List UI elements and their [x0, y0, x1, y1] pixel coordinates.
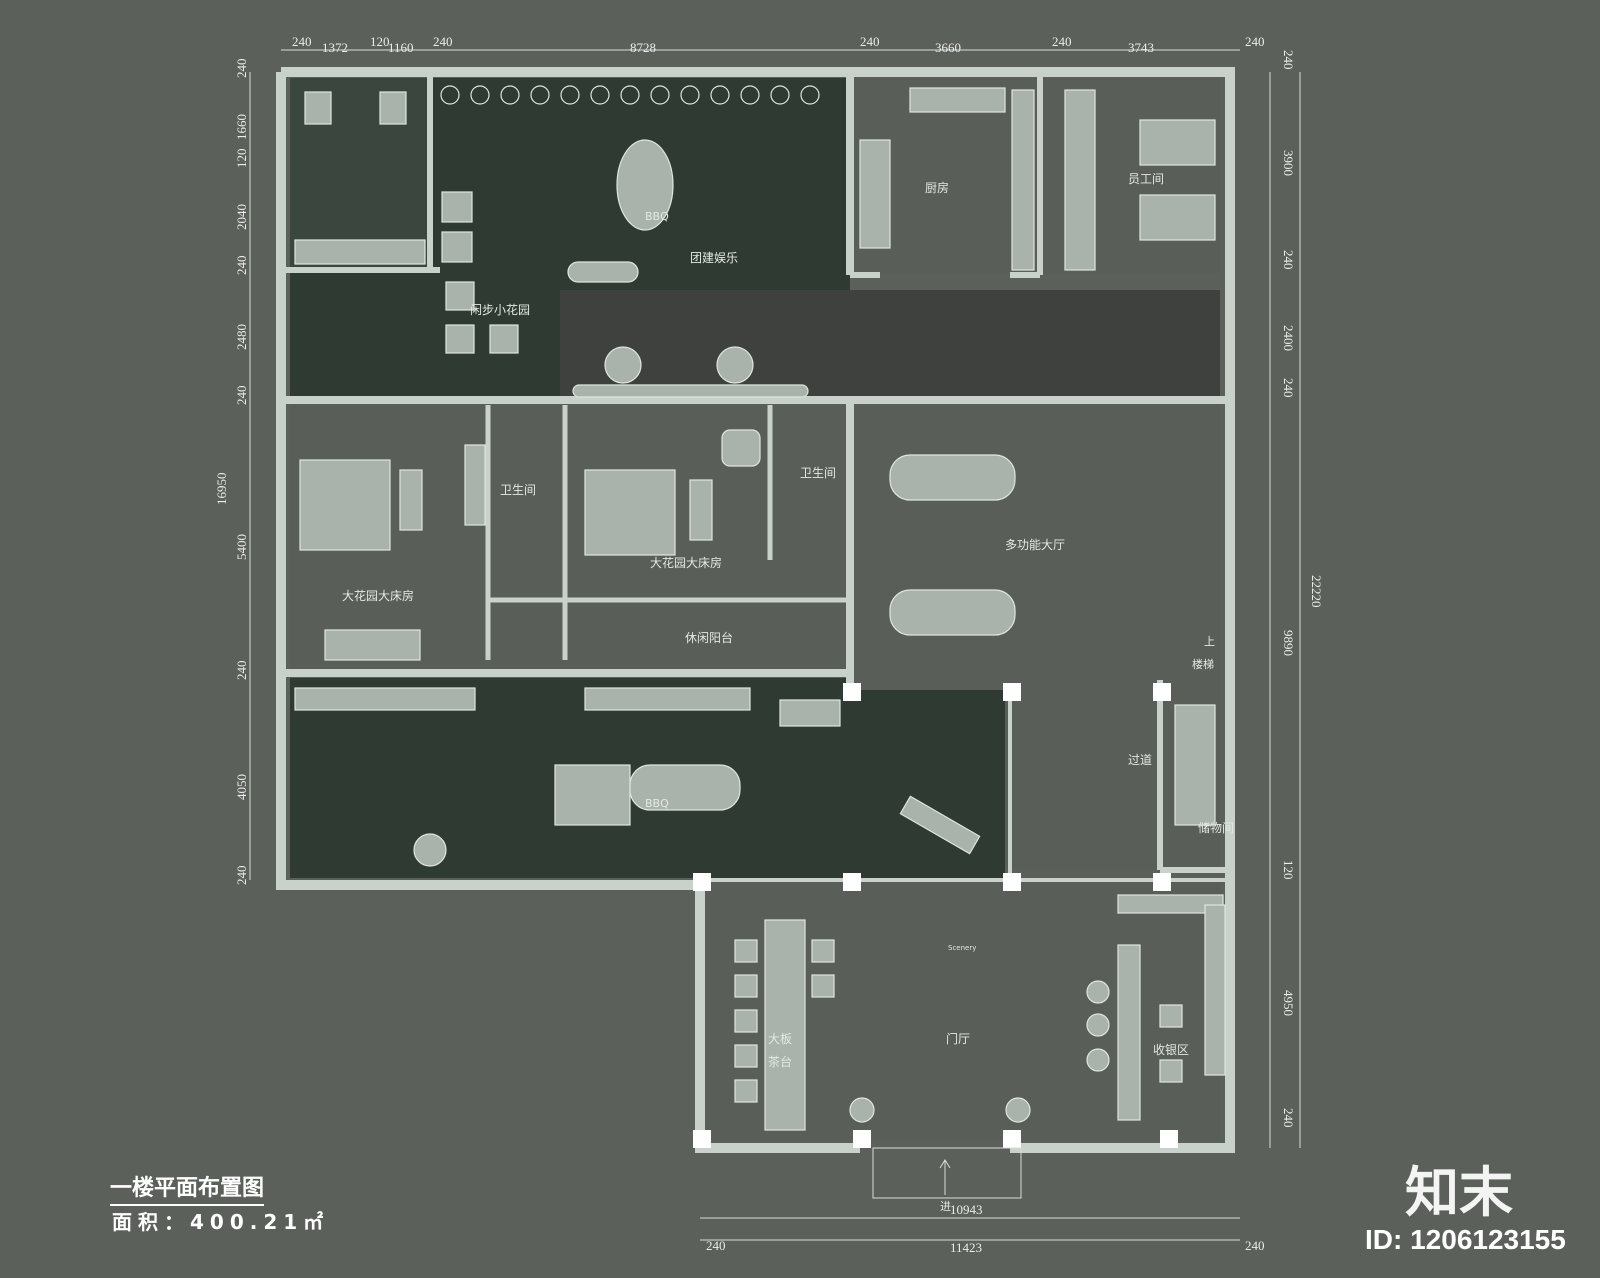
dim-right-3: 240 [1281, 250, 1296, 270]
dim-top-3: 120 [370, 34, 390, 49]
dim-left-12: 240 [234, 866, 249, 886]
room-cashier: 收银区 [1153, 1043, 1189, 1057]
dim-left-1: 240 [234, 59, 249, 79]
dim-top-5: 240 [433, 34, 453, 49]
dimension-labels-left: 240 1660 120 2040 240 2480 240 16950 540… [214, 59, 249, 886]
dim-left-7: 240 [234, 386, 249, 406]
dim-left-4: 2040 [234, 204, 249, 230]
dim-right-9: 4950 [1281, 990, 1296, 1016]
dim-top-11: 240 [1245, 34, 1265, 49]
entry-steps [872, 1147, 1022, 1199]
room-staff: 员工间 [1128, 172, 1164, 186]
dimension-labels-top: 240 1372 120 1160 240 8728 240 3660 240 … [292, 34, 1265, 55]
room-bedroom-1: 大花园大床房 [342, 588, 414, 603]
label-stairs-up: 上 [1204, 635, 1215, 648]
watermark-logo: 知末 [1405, 1161, 1513, 1224]
dim-bottom-1: 240 [706, 1238, 726, 1253]
plan-title: 一楼平面布置图 [110, 1170, 265, 1206]
room-entrance-hall: 门厅 [946, 1031, 970, 1046]
room-storage: 储物间 [1198, 820, 1234, 835]
room-labels: 厨房 员工间 团建娱乐 闲步小花园 BBQ 卫生间 卫生间 大花园大床房 大花园… [342, 172, 1234, 1213]
image-id: ID: 1206123155 [1365, 1224, 1566, 1255]
dim-top-8: 3660 [935, 40, 961, 55]
columns [693, 683, 1178, 1148]
label-bbq-bottom: BBQ [645, 797, 669, 810]
room-tea-table-1: 大板 [768, 1032, 792, 1046]
dim-left-5: 240 [234, 256, 249, 276]
dim-right-5: 240 [1281, 378, 1296, 398]
dim-right-6: 22220 [1309, 575, 1324, 608]
dim-top-2: 1372 [322, 40, 348, 55]
dim-top-10: 3743 [1128, 40, 1154, 55]
dim-right-2: 3900 [1281, 150, 1296, 176]
dim-left-11: 4050 [234, 774, 249, 800]
dimension-labels-right: 240 3900 240 2400 240 22220 9890 120 495… [1281, 50, 1324, 1128]
label-scenery: Scenery [948, 944, 976, 952]
dim-right-10: 240 [1281, 1108, 1296, 1128]
room-bathroom-1: 卫生间 [500, 483, 536, 497]
dim-left-2: 1660 [234, 114, 249, 140]
dim-left-10: 240 [234, 661, 249, 681]
hedge-row [440, 85, 820, 105]
label-entry: 进 [940, 1200, 951, 1213]
room-garden-walk: 闲步小花园 [470, 302, 530, 317]
dim-bottom-4: 240 [1245, 1238, 1265, 1253]
room-bathroom-2: 卫生间 [800, 466, 836, 480]
dim-top-1: 240 [292, 34, 312, 49]
room-team-entertainment: 团建娱乐 [690, 251, 738, 265]
dim-top-9: 240 [1052, 34, 1072, 49]
room-bedroom-2: 大花园大床房 [650, 555, 722, 570]
dim-bottom-3: 11423 [950, 1240, 982, 1255]
dim-left-8: 16950 [214, 473, 229, 506]
dim-right-8: 120 [1281, 860, 1296, 880]
dim-bottom-2: 10943 [950, 1202, 983, 1217]
room-kitchen: 厨房 [925, 180, 949, 195]
room-tea-table-2: 茶台 [768, 1054, 792, 1069]
dim-top-6: 8728 [630, 40, 656, 55]
room-corridor: 过道 [1128, 753, 1152, 767]
dimension-lines [249, 49, 1301, 1241]
walls [276, 67, 1235, 1153]
dim-right-1: 240 [1281, 50, 1296, 70]
dim-top-7: 240 [860, 34, 880, 49]
label-bbq-top: BBQ [645, 210, 669, 223]
floor-areas [290, 78, 1220, 1140]
plan-area: 面积：400.21㎡ [112, 1210, 330, 1234]
room-multifunction-hall: 多功能大厅 [1005, 538, 1065, 552]
dim-right-7: 9890 [1281, 630, 1296, 656]
dim-left-3: 120 [234, 149, 249, 169]
dim-left-9: 5400 [234, 534, 249, 560]
room-leisure-balcony: 休闲阳台 [685, 630, 733, 645]
dim-left-6: 2480 [234, 324, 249, 350]
dimension-labels-bottom: 240 10943 11423 240 [706, 1202, 1265, 1255]
dim-top-4: 1160 [388, 40, 414, 55]
furniture [294, 87, 1226, 1131]
label-stairs: 楼梯 [1192, 657, 1214, 671]
dim-right-4: 2400 [1281, 325, 1296, 351]
